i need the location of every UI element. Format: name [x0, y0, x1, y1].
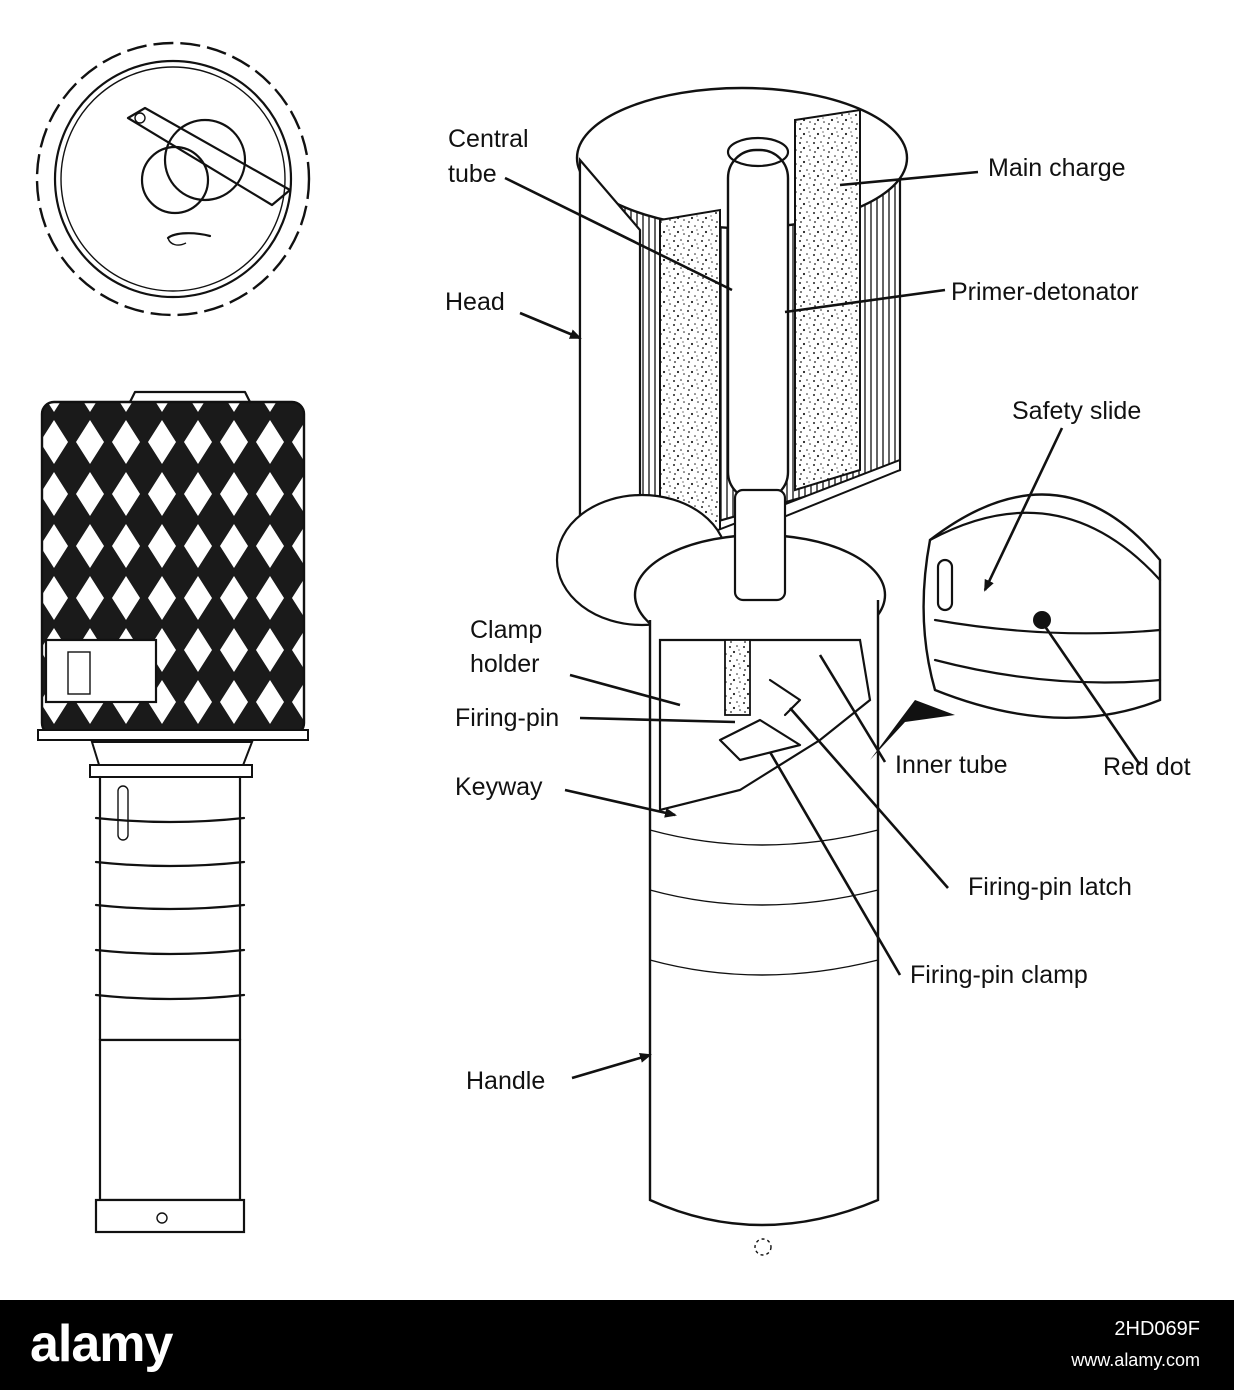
- leader-keyway: [564, 788, 677, 818]
- leader-red-dot: [1040, 621, 1142, 766]
- label-primer-detonator: Primer-detonator: [951, 278, 1139, 306]
- label-clamp-holder-line2: holder: [470, 650, 540, 678]
- top-view-drawing: [35, 41, 311, 317]
- watermark-url: www.alamy.com: [1071, 1350, 1200, 1370]
- label-red-dot: Red dot: [1103, 753, 1191, 781]
- label-firing-pin-latch: Firing-pin latch: [968, 873, 1132, 901]
- label-inner-tube: Inner tube: [895, 751, 1008, 779]
- watermark-brand: alamy: [30, 1315, 173, 1373]
- leader-firing-pin-latch: [789, 707, 949, 889]
- cutaway-drawing: [555, 86, 955, 1256]
- leader-safety-slide: [983, 427, 1064, 592]
- label-firing-pin-clamp: Firing-pin clamp: [910, 961, 1088, 989]
- leader-main-charge: [839, 170, 979, 187]
- side-view-drawing: [37, 390, 309, 1234]
- leader-clamp-holder: [569, 673, 681, 707]
- label-safety-slide: Safety slide: [1012, 397, 1141, 425]
- leader-head: [519, 311, 582, 340]
- label-central-tube-line1: Central: [448, 125, 529, 153]
- watermark-image-id: 2HD069F: [1114, 1318, 1200, 1340]
- label-keyway: Keyway: [455, 773, 543, 801]
- grenade-diagram: Central tube Head Main charge Primer-det…: [35, 41, 1191, 1256]
- leader-lines: [504, 170, 1142, 1080]
- leader-firing-pin: [579, 716, 736, 724]
- leader-inner-tube: [818, 654, 887, 763]
- safety-slide-inset: [922, 493, 1162, 719]
- callout-labels: Central tube Head Main charge Primer-det…: [445, 125, 1191, 1095]
- label-head: Head: [445, 288, 505, 316]
- label-central-tube-line2: tube: [448, 160, 497, 188]
- label-firing-pin: Firing-pin: [455, 704, 559, 732]
- label-handle: Handle: [466, 1067, 545, 1095]
- label-main-charge: Main charge: [988, 154, 1126, 182]
- leader-handle: [571, 1053, 652, 1080]
- watermark-footer: alamy 2HD069F www.alamy.com: [0, 1300, 1234, 1390]
- leader-primer-detonator: [784, 288, 946, 314]
- leader-firing-pin-clamp: [768, 751, 902, 976]
- label-clamp-holder-line1: Clamp: [470, 616, 542, 644]
- leader-central-tube: [504, 176, 733, 292]
